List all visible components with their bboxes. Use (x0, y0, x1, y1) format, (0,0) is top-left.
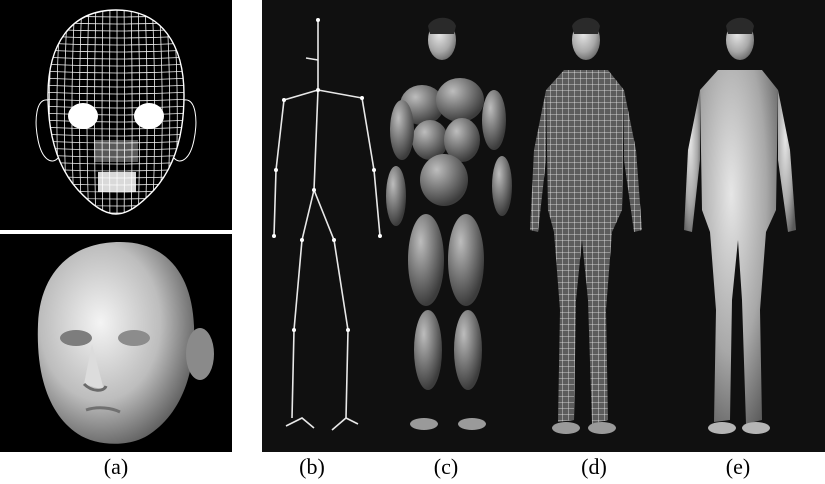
caption-c: (c) (416, 454, 476, 480)
muscle-blob-figure (386, 18, 512, 430)
caption-a: (a) (86, 454, 146, 480)
body-models-image (262, 0, 825, 452)
shaded-head-image (0, 234, 232, 452)
wireframe-head-panel (0, 0, 232, 230)
caption-b: (b) (282, 454, 342, 480)
body-models-panel (262, 0, 825, 452)
caption-d: (d) (564, 454, 624, 480)
caption-e: (e) (708, 454, 768, 480)
shaded-skin-figure (684, 18, 796, 434)
wireframe-head-image (0, 0, 232, 230)
stick-skeleton-figure (274, 20, 380, 430)
wire-mesh-figure (530, 18, 642, 434)
shaded-head-panel (0, 234, 232, 452)
